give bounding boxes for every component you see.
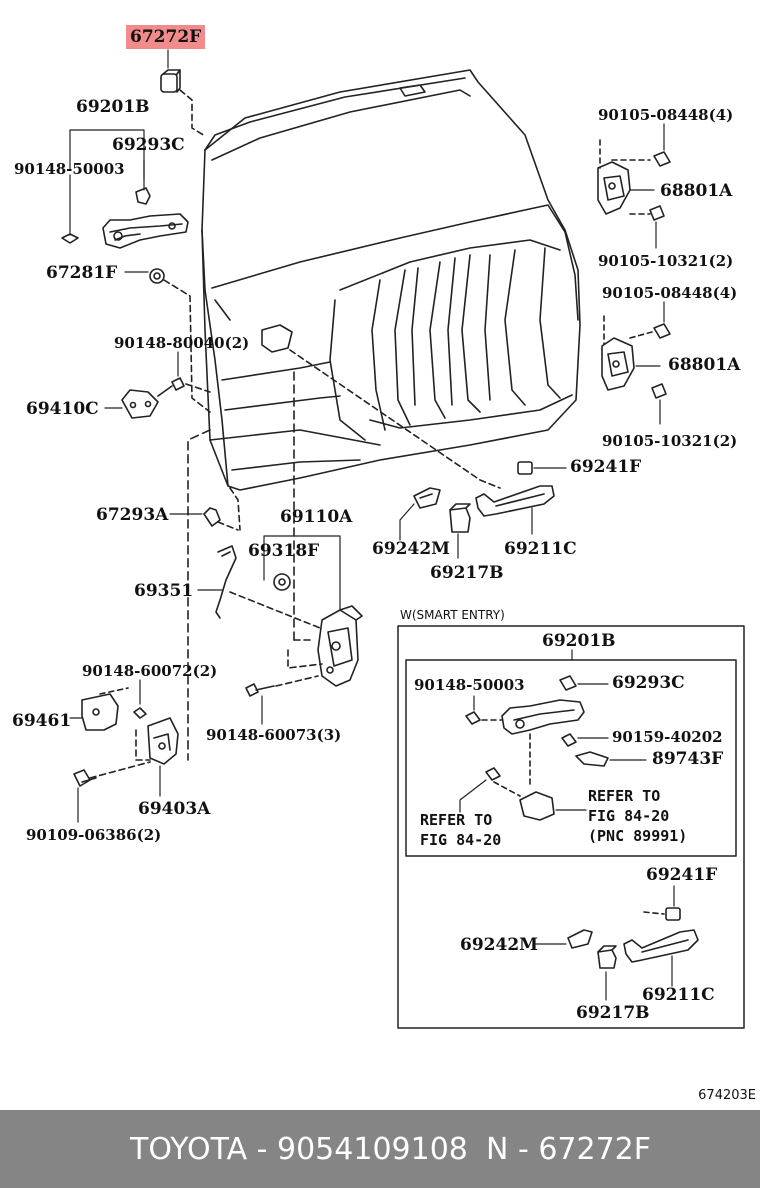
part-69461 [81,693,119,731]
part-69201B-box-handle [501,699,585,735]
label-69461[interactable]: 69461 [12,711,72,731]
smart-entry-title: W(SMART ENTRY) [400,608,505,622]
part-69318F [273,573,291,591]
part-67281F [149,268,165,284]
label-89743F[interactable]: 89743F [652,749,724,769]
label-67293A[interactable]: 67293A [96,505,169,525]
label-69110A[interactable]: 69110A [280,507,353,527]
smart-entry-frame [397,625,745,1029]
label-90105-10321-upper[interactable]: 90105-10321(2) [598,252,734,270]
label-90105-10321-lower[interactable]: 90105-10321(2) [602,432,738,450]
part-69242M-top [413,487,441,509]
label-67272F[interactable]: 67272F [126,25,206,49]
label-69410C[interactable]: 69410C [26,399,99,419]
footer-brand-part-number: TOYOTA - 9054109108 [130,1132,468,1167]
label-69201B-smart[interactable]: 69201B [542,631,616,651]
part-69201B-handle [61,213,189,249]
label-90148-60072[interactable]: 90148-60072(2) [82,662,218,680]
part-69351 [215,545,237,619]
label-69242M[interactable]: 69242M [372,539,450,559]
part-67293A [203,507,221,527]
part-69217B-box [597,945,617,969]
part-69211C-box [623,929,699,963]
refer-note-right[interactable]: REFER TO FIG 84-20 (PNC 89991) [588,787,688,845]
label-90109-06386[interactable]: 90109-06386(2) [26,826,162,844]
part-69410C [121,377,185,419]
diagram-drawing [61,49,671,823]
part-68801A-upper [597,151,671,221]
label-68801A-lower[interactable]: 68801A [668,355,741,375]
label-90105-08448-upper[interactable]: 90105-08448(4) [598,106,734,124]
label-69318F[interactable]: 69318F [248,541,320,561]
label-69217B[interactable]: 69217B [430,563,504,583]
part-69242M-box [567,929,593,949]
part-90109-06386 [73,769,97,787]
label-69201B[interactable]: 69201B [76,97,150,117]
part-68801A-lower [601,323,671,399]
part-69241F-top [517,461,533,475]
label-67281F[interactable]: 67281F [46,263,118,283]
label-90148-60073[interactable]: 90148-60073(3) [206,726,342,744]
handle-subframe [405,659,737,857]
part-90148-60072 [133,707,147,719]
label-69217B-smart[interactable]: 69217B [576,1003,650,1023]
parts-diagram: 67272F 69201B 69293C 90148-50003 67281F … [12,25,756,1103]
label-90148-50003[interactable]: 90148-50003 [14,160,125,178]
part-69403A [147,717,179,765]
refer-note-left[interactable]: REFER TO FIG 84-20 [420,811,502,849]
smart-entry-drawing [397,625,745,1029]
label-69293C-smart[interactable]: 69293C [612,673,685,693]
label-69241F-smart[interactable]: 69241F [646,865,718,885]
label-90105-08448-lower[interactable]: 90105-08448(4) [602,284,738,302]
label-69211C[interactable]: 69211C [504,539,577,559]
part-69217B-top [449,503,471,533]
label-69293C[interactable]: 69293C [112,135,185,155]
part-antenna [519,791,555,821]
footer-pnc: N - 67272F [486,1132,652,1167]
back-door-panel [201,69,581,491]
label-69211C-smart[interactable]: 69211C [642,985,715,1005]
label-69242M-smart[interactable]: 69242M [460,935,538,955]
part-90148-60073 [245,683,275,697]
label-90159-40202[interactable]: 90159-40202 [612,728,723,746]
part-69211C-top [475,485,555,517]
label-69351[interactable]: 69351 [134,581,194,601]
part-69293C-top [135,187,151,205]
part-69110A-lock [317,605,363,687]
figure-code: 674203E [698,1088,756,1103]
label-90148-80040[interactable]: 90148-80040(2) [114,334,250,352]
label-69241F[interactable]: 69241F [570,457,642,477]
label-68801A-upper[interactable]: 68801A [660,181,733,201]
part-67272F [160,69,181,93]
label-90148-50003-smart[interactable]: 90148-50003 [414,676,525,694]
footer-bar: TOYOTA - 9054109108 N - 67272F [0,1110,760,1188]
part-69241F-box [665,907,681,921]
label-69403A[interactable]: 69403A [138,799,211,819]
